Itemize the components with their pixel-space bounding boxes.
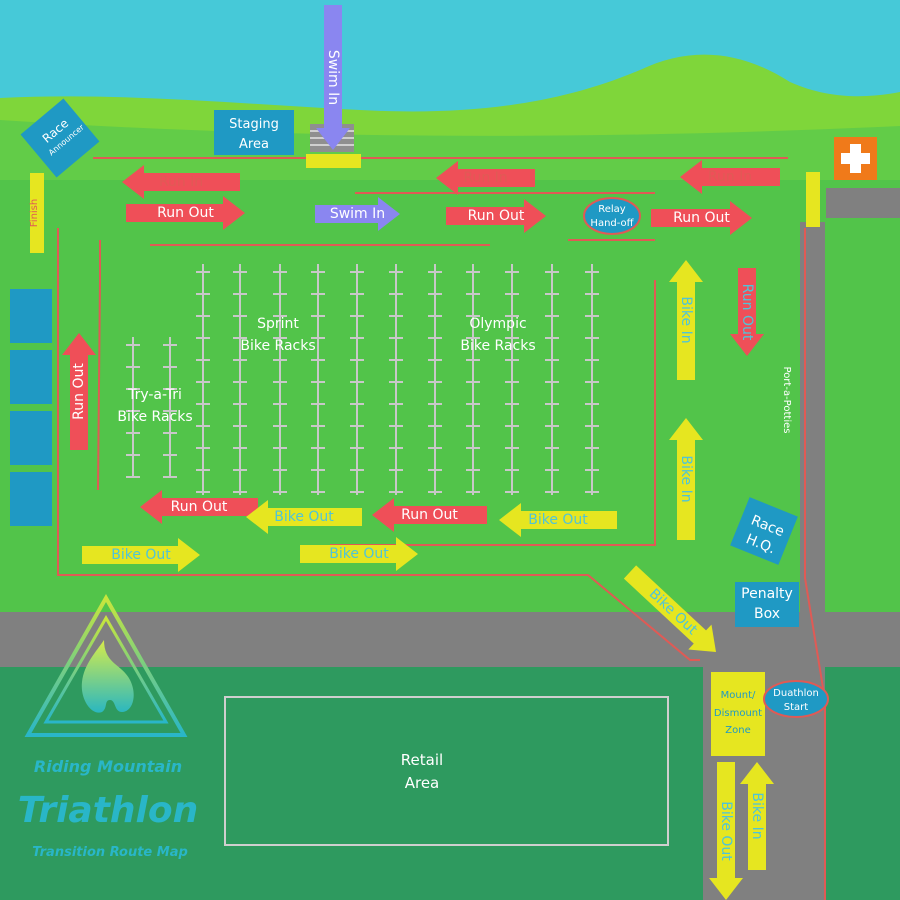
run-out-v1-label: Run Out: [71, 363, 87, 420]
run-in-2-label: Run In: [463, 170, 507, 186]
duathlon-start-label-2: Start: [784, 702, 809, 713]
title-line-1: Riding Mountain: [34, 757, 182, 776]
run-out-1-arrow: Run Out: [126, 196, 245, 230]
triathlon-logo-icon: [24, 593, 188, 737]
race-announcer-box: Race Announcer: [20, 98, 100, 178]
run-out-4-arrow: Run Out: [140, 490, 258, 524]
tri-racks-label-2: Bike Racks: [117, 409, 192, 425]
bike-out-3-arrow: Bike Out: [82, 538, 200, 572]
run-out-v2-label: Run Out: [739, 284, 755, 341]
bike-in-v2-label: Bike In: [678, 455, 694, 502]
run-out-1-label: Run Out: [157, 205, 214, 221]
port-a-potties-left: [10, 289, 52, 526]
finish-label: Finish: [29, 199, 40, 227]
race-hq-box: Race H.Q.: [730, 497, 798, 565]
sprint-racks-label: Sprint: [257, 316, 299, 332]
duathlon-start-oval: [763, 680, 829, 718]
staging-area-label-2: Area: [239, 137, 269, 152]
bike-in-v1-label: Bike In: [678, 296, 694, 343]
run-out-5-arrow: Run Out: [372, 498, 487, 532]
mount-zone-label: Mount/: [721, 690, 756, 701]
relay-handoff-oval: [583, 197, 641, 235]
run-out-3-label: Run Out: [673, 210, 730, 226]
olympic-racks-label: Olympic: [469, 316, 526, 332]
bike-in-v3-arrow: Bike In: [740, 762, 774, 870]
swim-in-v-arrow: Swim In: [316, 5, 350, 150]
run-out-v1-arrow: Run Out: [62, 333, 96, 450]
bike-out-1-label: Bike Out: [274, 509, 334, 525]
tri-racks-label: Try-a-Tri: [127, 387, 182, 403]
bike-racks: [126, 264, 599, 495]
duathlon-start-label: Duathlon: [773, 688, 819, 699]
penalty-box: [735, 582, 799, 627]
run-in-3-arrow: Run In: [680, 160, 780, 194]
mount-zone-label-2: Dismount: [714, 708, 762, 719]
mount-dismount-zone: [711, 672, 765, 756]
bike-in-v2-arrow: Bike In: [669, 418, 703, 540]
relay-handoff-label: Relay: [598, 204, 626, 215]
run-in-3-label: Run In: [708, 169, 752, 185]
bike-out-3-label: Bike Out: [111, 547, 171, 563]
swim-in-h-arrow: Swim In: [315, 197, 400, 231]
swim-in-v-label: Swim In: [325, 50, 341, 105]
bike-in-v1-arrow: Bike In: [669, 260, 703, 380]
swim-exit-mat: [306, 154, 361, 168]
bike-out-1-arrow: Bike Out: [246, 500, 362, 534]
retail-area-label-2: Area: [405, 774, 440, 792]
run-out-2-arrow: Run Out: [446, 199, 546, 233]
run-out-v2-arrow: Run Out: [730, 268, 764, 356]
title-line-2: Triathlon: [18, 790, 199, 831]
bike-out-2-label: Bike Out: [528, 512, 588, 528]
bike-out-v3-label: Bike Out: [718, 801, 734, 861]
run-out-4-label: Run Out: [171, 499, 228, 515]
swim-in-h-label: Swim In: [330, 206, 385, 222]
exit-road: [826, 188, 900, 218]
olympic-racks-label-2: Bike Racks: [460, 338, 535, 354]
run-in-1-arrow: Run In: [122, 165, 240, 199]
bike-out-4-arrow: Bike Out: [300, 537, 418, 571]
bike-out-4-label: Bike Out: [329, 546, 389, 562]
run-in-2-arrow: Run In: [436, 161, 535, 195]
staging-area-label: Staging: [229, 117, 279, 132]
exit-bar: [806, 172, 820, 227]
mount-zone-label-3: Zone: [725, 725, 750, 736]
first-aid-cross-icon: [834, 137, 877, 180]
title-line-3: Transition Route Map: [32, 845, 188, 860]
relay-handoff-label-2: Hand-off: [590, 218, 634, 229]
run-out-5-label: Run Out: [401, 507, 458, 523]
finish-bar: [30, 173, 44, 253]
retail-area-outline: [224, 696, 669, 846]
side-road: [800, 222, 825, 900]
staging-area-box: [214, 110, 294, 155]
penalty-box-label-2: Box: [754, 606, 780, 622]
run-out-3-arrow: Run Out: [651, 201, 752, 235]
retail-area-label: Retail: [401, 751, 443, 769]
sprint-racks-label-2: Bike Racks: [240, 338, 315, 354]
port-a-potties-label: Port-a-Potties: [781, 367, 792, 434]
bike-out-2-arrow: Bike Out: [499, 503, 617, 537]
route-boundaries: [57, 157, 826, 900]
penalty-box-label: Penalty: [741, 586, 793, 602]
bike-in-v3-label: Bike In: [749, 792, 765, 839]
run-in-1-label: Run In: [159, 174, 203, 190]
run-out-2-label: Run Out: [468, 208, 525, 224]
bike-out-v3-arrow: Bike Out: [709, 762, 743, 900]
